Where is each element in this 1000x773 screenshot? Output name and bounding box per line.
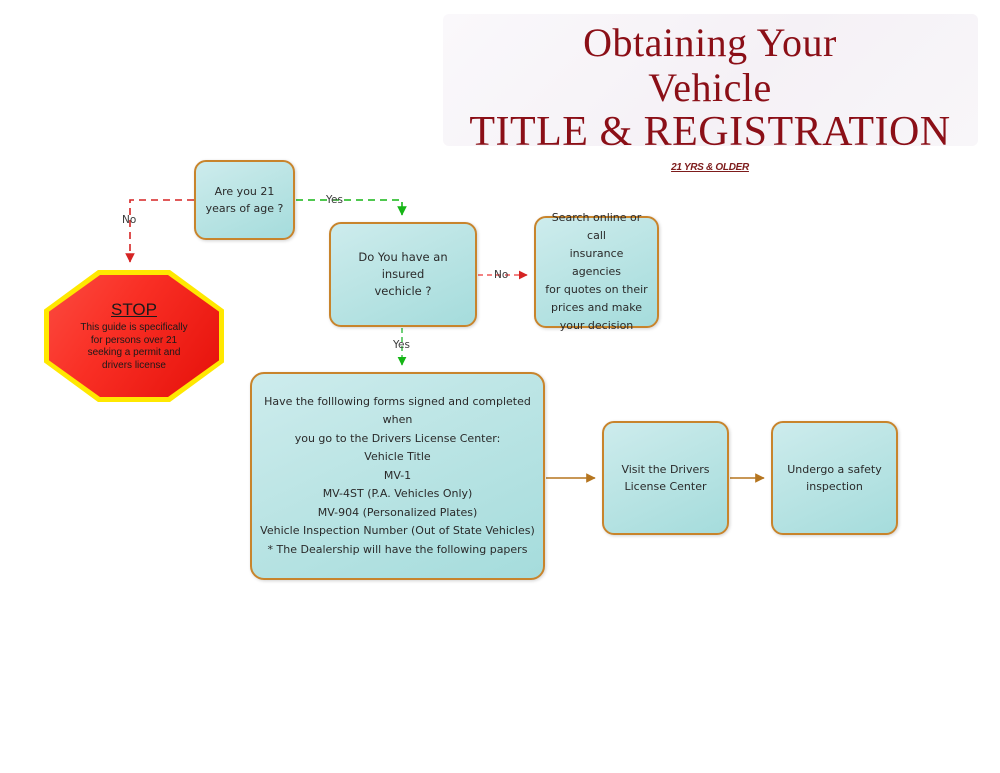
title-backdrop-panel xyxy=(443,14,978,146)
edge-age-yes-to-insured xyxy=(296,199,407,216)
node-search-insurance-label: Search online or call insurance agencies… xyxy=(545,211,648,332)
node-search-insurance[interactable]: Search online or call insurance agencies… xyxy=(534,211,659,332)
node-required-forms-label: Have the folllowing forms signed and com… xyxy=(260,394,535,556)
node-required-forms[interactable]: Have the folllowing forms signed and com… xyxy=(250,372,545,580)
node-visit-drivers-license-center[interactable]: Visit the Drivers License Center xyxy=(602,421,729,535)
node-insured-vehicle-question-label: Do You have an insured vechicle ? xyxy=(358,250,448,298)
node-age-question[interactable]: Are you 21 years of age ? xyxy=(194,160,295,240)
stop-sign-title: STOP xyxy=(111,300,157,319)
edge-label-age-yes: Yes xyxy=(326,194,343,206)
node-insured-vehicle-question[interactable]: Do You have an insured vechicle ? xyxy=(329,222,477,327)
title-subtitle: 21 YRS & OLDER xyxy=(671,162,749,173)
node-age-question-label: Are you 21 years of age ? xyxy=(205,185,284,215)
title-line-3: TITLE & REGISTRATION xyxy=(469,109,951,155)
node-safety-inspection-label: Undergo a safety inspection xyxy=(787,463,882,493)
title-line-2: Vehicle xyxy=(648,65,772,110)
stop-sign: STOP This guide is specifically for pers… xyxy=(49,275,219,397)
node-visit-drivers-license-center-label: Visit the Drivers License Center xyxy=(621,463,710,493)
edge-label-age-no: No xyxy=(122,214,137,226)
node-safety-inspection[interactable]: Undergo a safety inspection xyxy=(771,421,898,535)
page-title: Obtaining Your Vehicle TITLE & REGISTRAT… xyxy=(420,20,1000,155)
stop-sign-body: This guide is specifically for persons o… xyxy=(80,322,188,371)
edge-age-no-to-stop xyxy=(125,199,194,263)
edge-label-insured-no: No xyxy=(494,269,509,281)
edge-label-insured-yes: Yes xyxy=(393,339,410,351)
title-line-1: Obtaining Your xyxy=(583,20,837,65)
